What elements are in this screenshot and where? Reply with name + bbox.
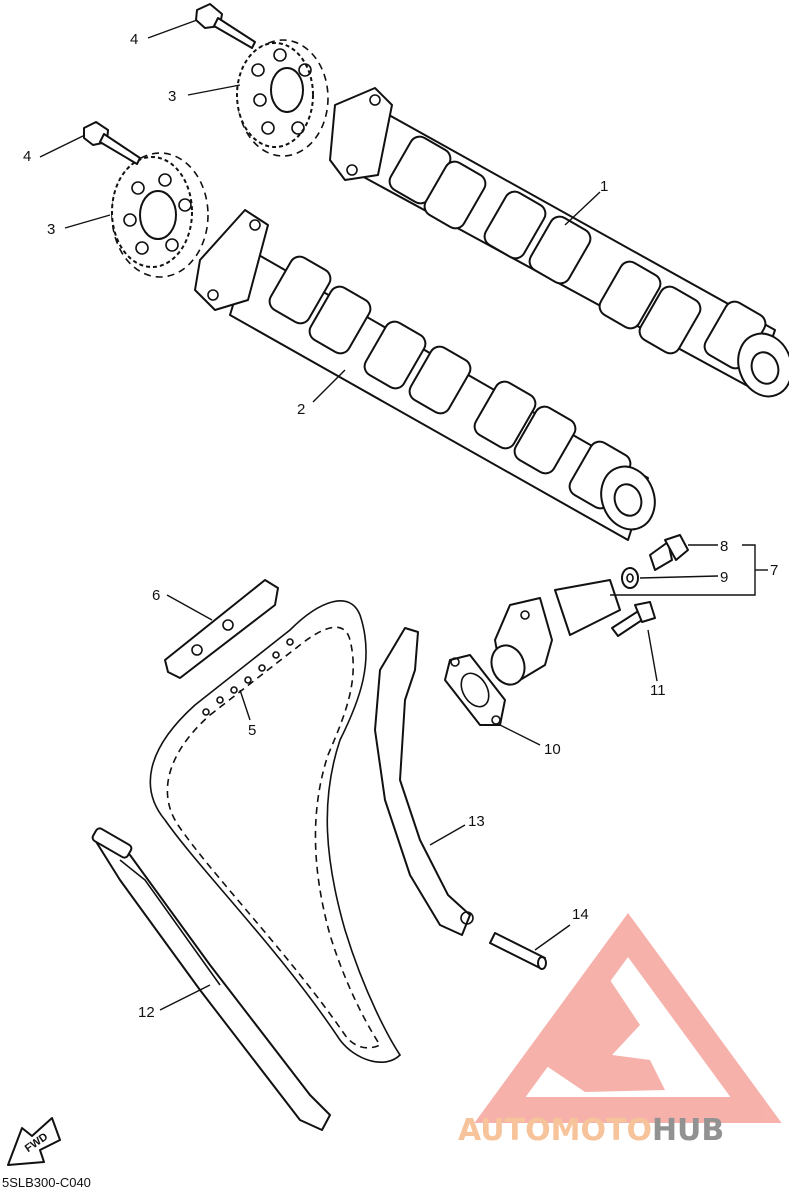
callout-2: 2 — [297, 401, 305, 418]
timing-chain-5 — [149, 600, 402, 1064]
callout-3-upper: 3 — [168, 88, 176, 105]
camshaft-1 — [329, 87, 789, 398]
fwd-arrow: FWD — [7, 1117, 61, 1166]
pin-14 — [489, 932, 547, 970]
sprocket-3-lower — [111, 152, 209, 278]
chain-guide-12 — [91, 827, 331, 1131]
diagram-code: 5SLB300-C040 — [2, 1175, 91, 1190]
callout-5: 5 — [248, 722, 256, 739]
watermark-text-automoto: AUTOMOTO — [458, 1113, 652, 1148]
bolt-4-lower — [83, 121, 141, 165]
chain-guide-6 — [164, 579, 279, 679]
callout-6: 6 — [152, 587, 160, 604]
watermark-g-shape — [545, 980, 665, 1092]
watermark-text-hub: HUB — [652, 1113, 724, 1148]
callout-3-lower: 3 — [47, 221, 55, 238]
callout-4-upper: 4 — [130, 31, 138, 48]
callout-7: 7 — [770, 562, 778, 579]
callout-12: 12 — [138, 1004, 155, 1021]
callout-10: 10 — [544, 741, 561, 758]
leader-lines — [39, 19, 768, 1011]
callout-14: 14 — [572, 906, 589, 923]
callout-1: 1 — [600, 178, 608, 195]
automotohub-watermark: AUTOMOTOHUB — [458, 912, 782, 1148]
callout-13: 13 — [468, 813, 485, 830]
callout-9: 9 — [720, 569, 728, 586]
sprocket-3-upper — [236, 39, 329, 157]
watermark-triangle — [474, 912, 782, 1123]
camshaft-2 — [194, 209, 656, 541]
chain-guide-13 — [374, 627, 474, 936]
callout-8: 8 — [720, 538, 728, 555]
callout-4-lower: 4 — [23, 148, 31, 165]
bolt-4-upper — [195, 3, 256, 49]
callout-labels: 4 3 4 3 1 2 6 5 8 9 7 11 10 13 14 12 — [23, 31, 778, 1021]
tensioner-7 — [490, 579, 621, 686]
bolt-11 — [611, 601, 656, 637]
washer-9 — [621, 567, 639, 589]
callout-11: 11 — [650, 682, 666, 699]
svg-text:AUTOMOTOHUB: AUTOMOTOHUB — [458, 1113, 724, 1148]
bolt-8 — [649, 534, 689, 571]
